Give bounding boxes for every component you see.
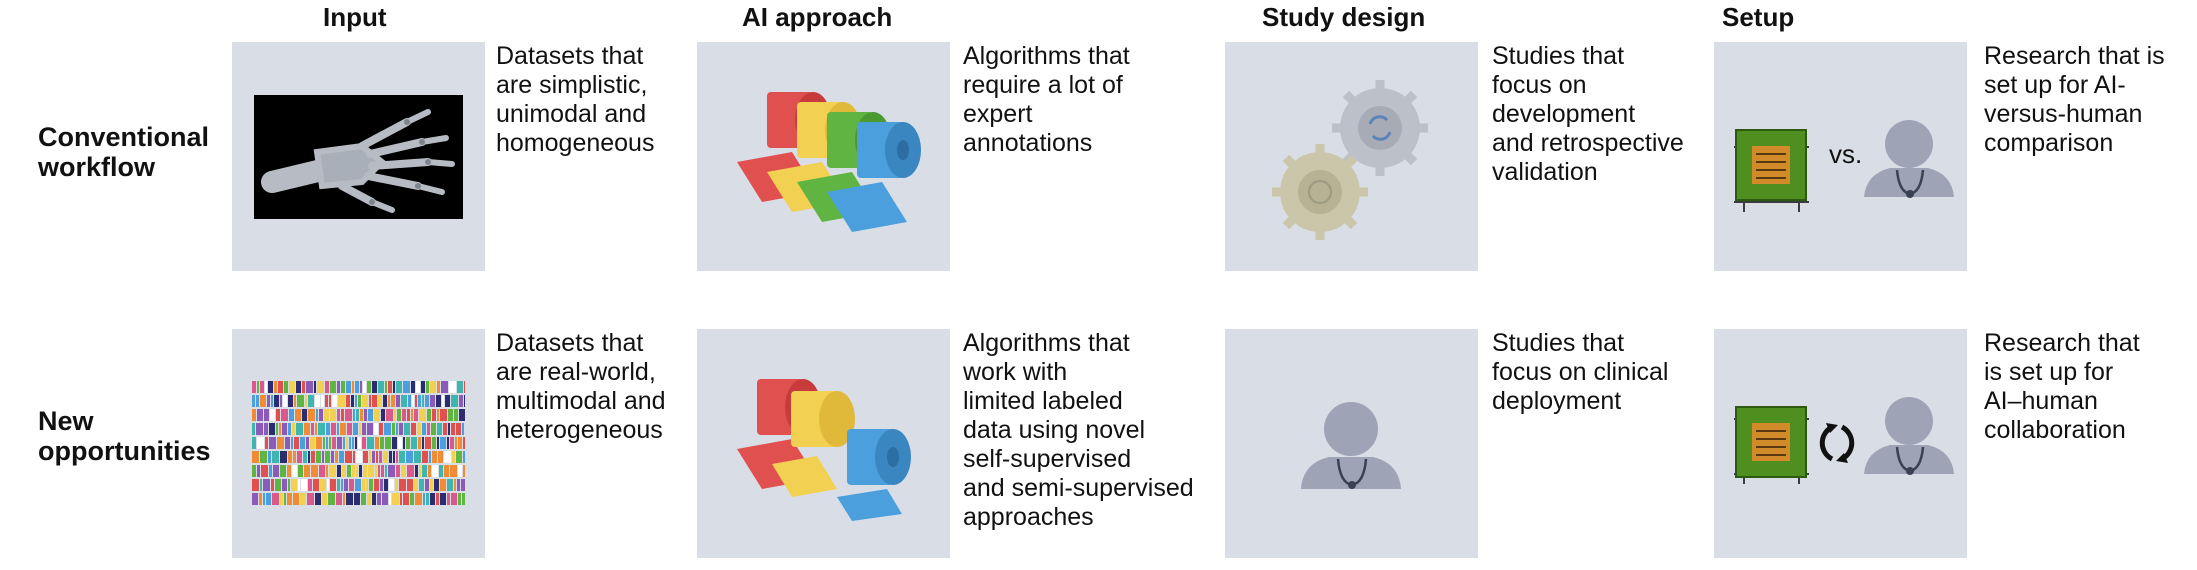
description-input-new: Datasets that are real-world, multimodal…	[496, 329, 666, 445]
description-line: Algorithms that	[963, 42, 1130, 70]
description-line: are real-world,	[496, 358, 656, 386]
description-line: approaches	[963, 503, 1094, 531]
row-label-new-opportunities: New opportunities	[38, 406, 210, 466]
description-ai-approach-new: Algorithms that work with limited labele…	[963, 329, 1194, 532]
description-line: data using novel	[963, 416, 1146, 444]
panel-input-new	[232, 329, 485, 558]
annotation-rolls-icon	[737, 92, 921, 232]
description-line: Algorithms that	[963, 329, 1130, 357]
description-line: are simplistic,	[496, 71, 648, 99]
multimodal-barcode-icon	[252, 381, 465, 505]
description-line: and retrospective	[1492, 129, 1684, 157]
description-setup-conventional: Research that is set up for AI- versus-h…	[1984, 42, 2165, 158]
description-line: work with	[963, 358, 1068, 386]
description-ai-approach-conventional: Algorithms that require a lot of expert …	[963, 42, 1130, 158]
description-line: versus-human	[1984, 100, 2143, 128]
description-line: and semi-supervised	[963, 474, 1194, 502]
description-line: Datasets that	[496, 329, 644, 357]
hand-xray-icon	[254, 95, 463, 219]
column-header-study-design: Study design	[1262, 2, 1426, 32]
description-input-conventional: Datasets that are simplistic, unimodal a…	[496, 42, 654, 158]
description-line: annotations	[963, 129, 1093, 157]
panel-ai-approach-new	[697, 329, 950, 558]
description-line: Research that is	[1984, 42, 2165, 70]
description-line: AI–human	[1984, 387, 2098, 415]
description-line: focus on clinical	[1492, 358, 1669, 386]
column-header-input: Input	[323, 2, 387, 32]
description-line: Research that	[1984, 329, 2140, 357]
description-study-design-conventional: Studies that focus on development and re…	[1492, 42, 1684, 187]
clinician-icon	[1301, 402, 1401, 489]
description-line: unimodal and	[496, 100, 647, 128]
row-label-line: Conventional	[38, 122, 210, 152]
description-line: homogeneous	[496, 129, 655, 157]
panel-setup-new	[1714, 329, 1967, 558]
description-line: expert	[963, 100, 1033, 128]
description-line: set up for AI-	[1984, 71, 2126, 99]
description-line: limited labeled	[963, 387, 1123, 415]
description-line: focus on	[1492, 71, 1587, 99]
description-line: deployment	[1492, 387, 1622, 415]
row-label-line: workflow	[38, 152, 156, 182]
panel-ai-approach-conventional	[697, 42, 950, 271]
description-line: Studies that	[1492, 329, 1625, 357]
row-label-line: New	[38, 406, 94, 436]
description-line: require a lot of	[963, 71, 1123, 99]
column-header-ai-approach: AI approach	[742, 2, 893, 32]
limited-annotation-rolls-icon	[737, 379, 911, 521]
description-setup-new: Research that is set up for AI–human col…	[1984, 329, 2140, 445]
versus-label: vs.	[1829, 139, 1863, 169]
description-line: Datasets that	[496, 42, 644, 70]
ai-chip-icon	[1734, 129, 1809, 212]
description-line: validation	[1492, 158, 1598, 186]
row-label-conventional: Conventional workflow	[38, 122, 209, 182]
description-line: self-supervised	[963, 445, 1132, 473]
description-study-design-new: Studies that focus on clinical deploymen…	[1492, 329, 1668, 416]
column-header-setup: Setup	[1722, 2, 1795, 32]
description-line: comparison	[1984, 129, 2114, 157]
panel-input-conventional	[232, 42, 485, 271]
gears-icon	[1272, 80, 1428, 240]
panel-study-design-conventional	[1225, 42, 1478, 271]
description-line: collaboration	[1984, 416, 2126, 444]
description-line: development	[1492, 100, 1636, 128]
description-line: is set up for	[1984, 358, 2114, 386]
description-line: Studies that	[1492, 42, 1625, 70]
description-line: multimodal and	[496, 387, 666, 415]
panel-study-design-new	[1225, 329, 1478, 558]
description-line: heterogeneous	[496, 416, 663, 444]
row-label-line: opportunities	[38, 436, 211, 466]
ai-chip-icon	[1734, 406, 1809, 484]
panel-setup-conventional: vs.	[1714, 42, 1967, 271]
